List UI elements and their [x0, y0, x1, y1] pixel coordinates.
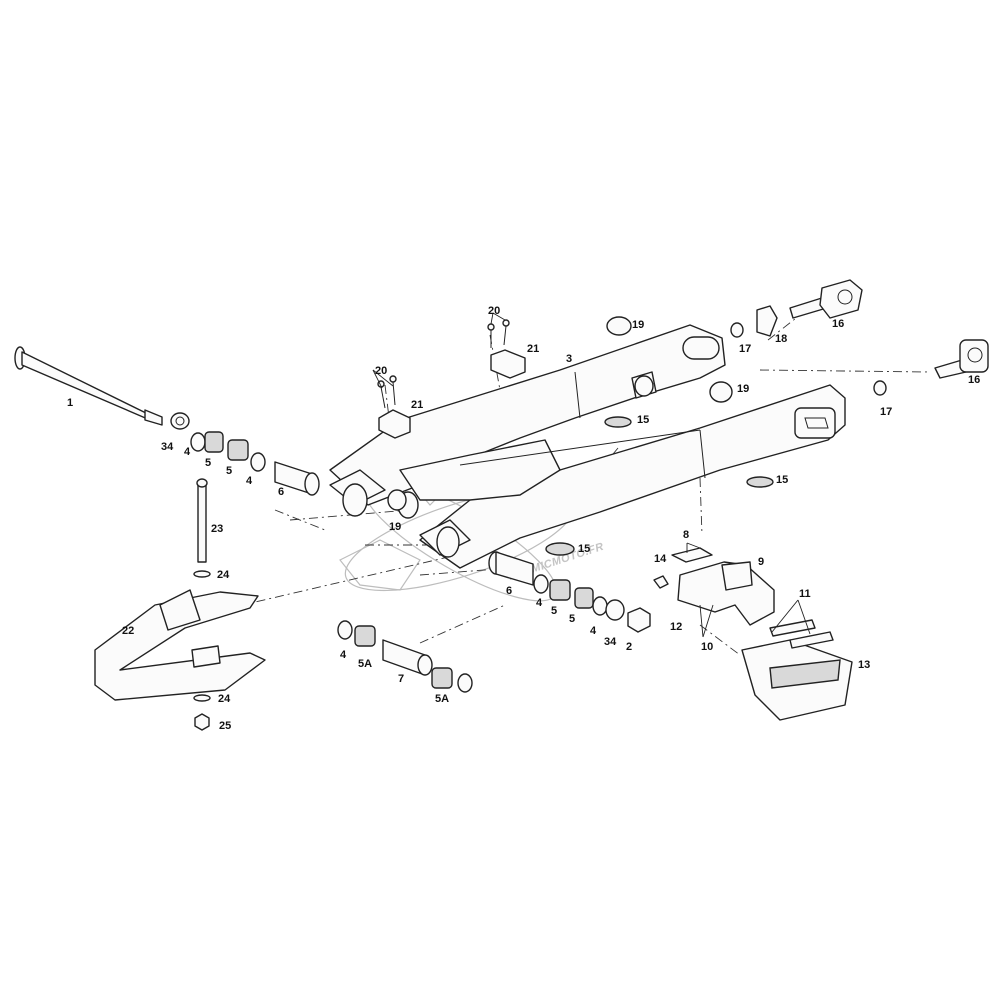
- chain-guide-assembly: [653, 547, 853, 721]
- callout-17a: 17: [739, 343, 751, 355]
- callout-5a: 5: [205, 457, 211, 469]
- callout-19c: 19: [389, 521, 401, 533]
- axle-adjusters: [730, 279, 989, 396]
- callout-3: 3: [566, 353, 572, 365]
- callout-5d: 5: [569, 613, 575, 625]
- part-number-labels: 1 2 3 4 4 4 4 4 5 5 5 5 5A 5A 6 6 7 8 9 …: [67, 305, 980, 732]
- callout-16a: 16: [832, 318, 844, 330]
- callout-20b: 20: [488, 305, 500, 317]
- callout-24b: 24: [218, 693, 231, 705]
- callout-17b: 17: [880, 406, 892, 418]
- callout-1: 1: [67, 397, 73, 409]
- callout-16b: 16: [968, 374, 980, 386]
- callout-5b: 5: [226, 465, 232, 477]
- pads: [545, 416, 774, 556]
- callout-15b: 15: [776, 474, 788, 486]
- callout-25: 25: [219, 720, 231, 732]
- callout-6b: 6: [506, 585, 512, 597]
- callout-19a: 19: [632, 319, 644, 331]
- right-bearing-stack: [488, 551, 651, 633]
- callout-11: 11: [799, 588, 811, 600]
- chain-slider: [94, 478, 266, 731]
- callout-21a: 21: [411, 399, 423, 411]
- callout-13: 13: [858, 659, 870, 671]
- plugs: [387, 316, 733, 511]
- callout-2: 2: [626, 641, 632, 653]
- callout-24a: 24: [217, 569, 230, 581]
- callout-4b: 4: [246, 475, 253, 487]
- clamps: [377, 319, 526, 439]
- callout-20a: 20: [375, 365, 387, 377]
- leader-lines: [372, 312, 811, 638]
- callout-10: 10: [701, 641, 713, 653]
- pivot-axle: [14, 346, 163, 426]
- lower-bearing-pack: [337, 620, 473, 693]
- callout-7: 7: [398, 673, 404, 685]
- callout-4a: 4: [184, 446, 191, 458]
- callout-34a: 34: [161, 441, 174, 453]
- callout-5A-a: 5A: [358, 658, 372, 670]
- callout-14: 14: [654, 553, 667, 565]
- swingarm-body: [329, 324, 846, 569]
- callout-5c: 5: [551, 605, 557, 617]
- callout-6a: 6: [278, 486, 284, 498]
- callout-18: 18: [775, 333, 787, 345]
- callout-21b: 21: [527, 343, 539, 355]
- callout-15a: 15: [637, 414, 649, 426]
- callout-4c: 4: [536, 597, 543, 609]
- callout-15c: 15: [578, 543, 590, 555]
- callout-34b: 34: [604, 636, 617, 648]
- callout-23: 23: [211, 523, 223, 535]
- callout-19b: 19: [737, 383, 749, 395]
- callout-4d: 4: [590, 625, 597, 637]
- callout-8: 8: [683, 529, 689, 541]
- callout-12: 12: [670, 621, 682, 633]
- left-bearing-stack: [170, 412, 320, 496]
- callout-4e: 4: [340, 649, 347, 661]
- callout-22: 22: [122, 625, 134, 637]
- callout-9: 9: [758, 556, 764, 568]
- callout-5A-b: 5A: [435, 693, 449, 705]
